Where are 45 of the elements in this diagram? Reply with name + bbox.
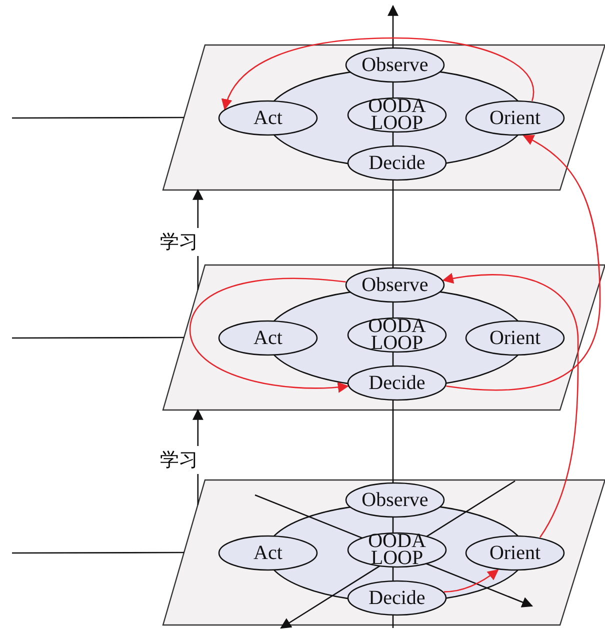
stage-label: Decide bbox=[368, 590, 426, 606]
loop-arrow bbox=[189, 278, 349, 392]
stage-label: OODA LOOP bbox=[367, 318, 427, 352]
stage-label: Decide bbox=[368, 154, 426, 172]
learning-arrow bbox=[192, 188, 204, 290]
stage-ellipse bbox=[218, 100, 318, 136]
stage-ellipse bbox=[465, 320, 565, 356]
stage-label: OODA LOOP bbox=[367, 98, 427, 132]
stage-ellipse bbox=[345, 267, 445, 303]
edge-label: 学习 bbox=[158, 446, 200, 474]
stage-label: Observe bbox=[362, 276, 428, 294]
stage-label: OODA LOOP bbox=[367, 533, 427, 567]
leader-line bbox=[12, 116, 184, 119]
stage-label: Observe bbox=[362, 56, 428, 74]
stage-label: Act bbox=[254, 330, 282, 346]
stage-label: Orient bbox=[489, 544, 541, 562]
loop-arrow bbox=[444, 569, 499, 592]
stage-label: Act bbox=[254, 544, 282, 562]
layer-plane bbox=[163, 265, 605, 410]
loop-arrow bbox=[222, 37, 534, 110]
layer-plane bbox=[163, 480, 605, 625]
stage-ellipse bbox=[347, 580, 447, 616]
stage-ellipse bbox=[465, 100, 565, 136]
stage-ellipse bbox=[465, 535, 565, 571]
stage-ellipse bbox=[347, 317, 447, 353]
stage-label: Act bbox=[254, 110, 282, 126]
stage-ellipse bbox=[218, 535, 318, 571]
stage-ellipse bbox=[347, 97, 447, 133]
leader-line bbox=[12, 336, 184, 339]
loop-arrow bbox=[442, 273, 579, 538]
leader-line bbox=[12, 552, 184, 554]
stage-label: Orient bbox=[489, 110, 541, 126]
stage-label: Orient bbox=[489, 330, 541, 346]
edge-label: 学习 bbox=[158, 228, 200, 256]
stage-ellipse bbox=[347, 532, 447, 568]
loop-arrow bbox=[446, 135, 601, 391]
stage-ellipse bbox=[345, 482, 445, 518]
stage-ellipse bbox=[218, 320, 318, 356]
stage-ellipse bbox=[347, 145, 447, 181]
stage-ellipse bbox=[345, 47, 445, 83]
learning-arrow bbox=[192, 408, 204, 505]
layer-plane bbox=[163, 45, 605, 190]
stage-label: Observe bbox=[362, 492, 428, 508]
stage-ellipse bbox=[347, 365, 447, 401]
stage-label: Decide bbox=[368, 374, 426, 392]
